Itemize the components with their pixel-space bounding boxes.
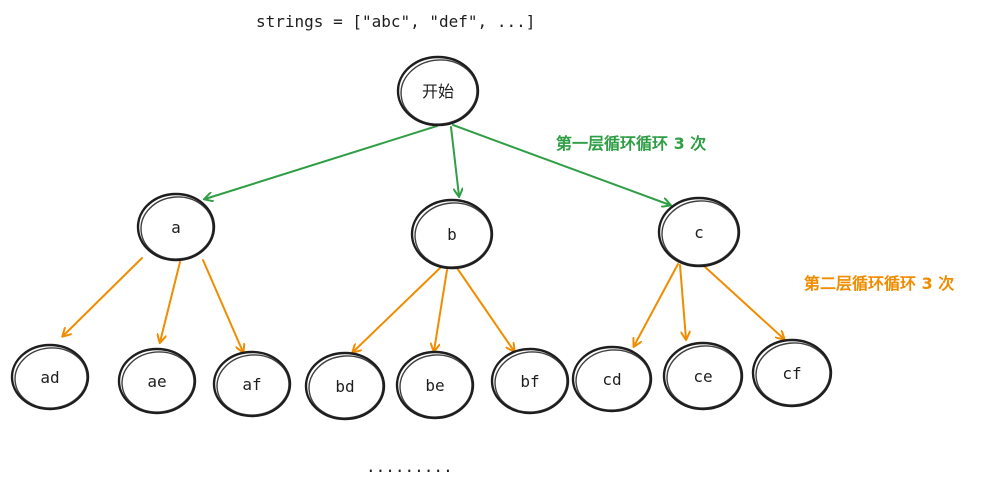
edge-b-bd — [353, 267, 441, 352]
node-label: cd — [602, 370, 621, 389]
node-label: b — [447, 225, 457, 244]
level2-node-cd: cd — [571, 345, 653, 413]
node-label: c — [694, 223, 704, 242]
edge-a-af — [202, 259, 243, 352]
level1-node-a: a — [136, 192, 216, 262]
level2-node-ad: ad — [10, 343, 90, 411]
level2-node-be: be — [395, 350, 475, 420]
edge-a-ae — [160, 261, 181, 342]
edge-c-cf — [703, 265, 784, 339]
node-label: bd — [335, 377, 354, 396]
node-label: a — [171, 218, 181, 237]
edge-root-c — [452, 124, 670, 205]
level1-node-c: c — [657, 196, 741, 268]
edge-a-ad — [63, 257, 143, 336]
strings-code-line: strings = ["abc", "def", ...] — [256, 12, 535, 31]
level2-edges — [63, 257, 784, 352]
continuation-ellipsis: ......... — [366, 457, 453, 476]
node-label: af — [242, 375, 261, 394]
edge-root-a — [205, 125, 438, 199]
node-label: cf — [782, 364, 801, 383]
edge-c-ce — [679, 264, 686, 339]
node-label: be — [425, 376, 444, 395]
level2-node-bf: bf — [490, 347, 570, 415]
level2-node-ce: ce — [662, 341, 744, 411]
node-label: bf — [520, 372, 539, 391]
level2-node-bd: bd — [304, 351, 386, 421]
edge-root-b — [450, 126, 459, 196]
level2-node-af: af — [212, 350, 292, 418]
edge-b-bf — [456, 267, 514, 351]
level1-edges — [205, 124, 670, 205]
edge-c-cd — [634, 263, 679, 346]
level2-node-cf: cf — [751, 338, 833, 408]
level2-loop-annotation: 第二层循环循环 3 次 — [804, 274, 954, 293]
root-node: 开始 — [396, 55, 480, 127]
node-label: ad — [40, 368, 59, 387]
node-label: ce — [693, 367, 712, 386]
level1-loop-annotation: 第一层循环循环 3 次 — [556, 134, 706, 153]
level1-node-b: b — [410, 198, 494, 270]
root-label: 开始 — [422, 82, 454, 101]
edge-b-be — [434, 269, 448, 351]
node-label: ae — [147, 372, 166, 391]
level2-node-ae: ae — [117, 347, 197, 415]
